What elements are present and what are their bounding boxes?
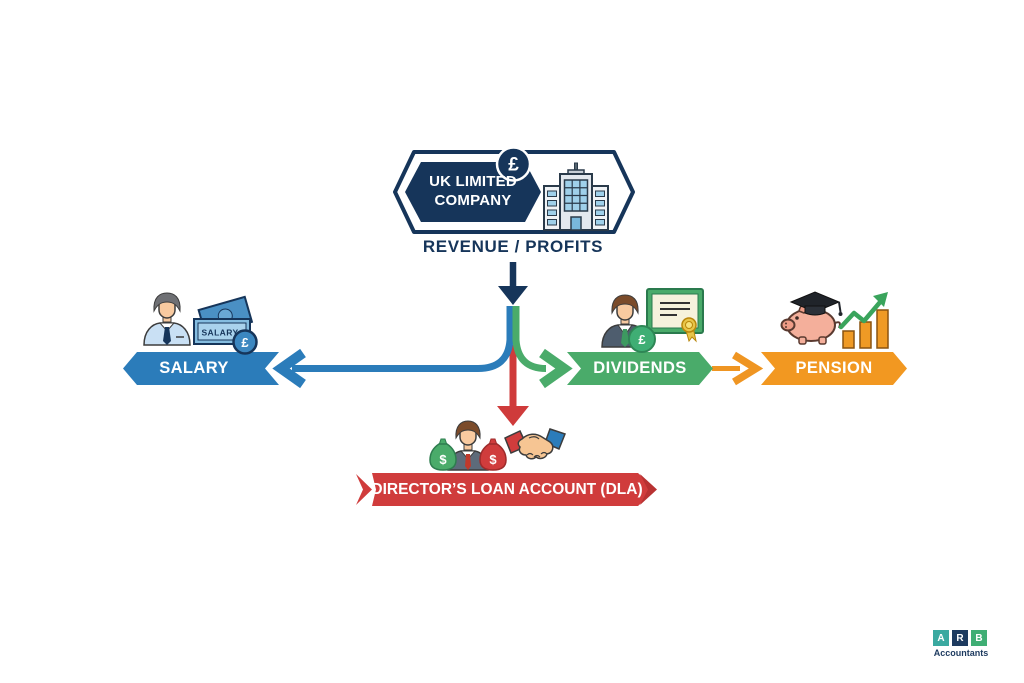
logo-letter-b: B [971,630,987,646]
banknote-coin-symbol: £ [241,335,249,350]
logo-name: Accountants [933,648,989,658]
arb-logo: A R B Accountants [933,630,991,658]
director-money-bags-icon: $ $ [429,420,507,471]
growth-chart-icon [838,292,889,349]
logo-letter-r: R [952,630,968,646]
pension-banner [761,352,907,385]
dividends-banner-label: DIVIDENDS [593,359,687,377]
dla-arrow-icon [497,345,529,426]
pension-banner-label: PENSION [795,359,873,377]
dla-banner [356,473,657,506]
certificate-icon [646,288,704,343]
company-badge-title: UK LIMITED COMPANY [429,173,517,209]
dividends-arrow-icon [512,306,573,389]
banknote-icon: SALARY £ [193,295,258,355]
shareholder-icon: £ [601,294,656,353]
salary-banner [123,352,279,385]
building-icon [543,162,609,231]
handshake-icon [504,428,566,460]
salary-arrow-icon [272,306,514,389]
logo-letter-a: A [933,630,949,646]
dla-banner-label: DIRECTOR’S LOAN ACCOUNT (DLA) [371,480,643,498]
revenue-profits-label: REVENUE / PROFITS [422,237,604,256]
dividends-banner [567,352,713,385]
money-bag-right-symbol: $ [489,452,497,467]
revenue-down-arrow-icon [498,262,528,305]
banknote-label: SALARY [201,328,238,338]
employee-icon [143,292,191,346]
money-bag-left-symbol: $ [439,452,447,467]
dividend-coin-symbol: £ [638,332,646,347]
pension-arrow-icon [712,351,764,386]
pound-coin-icon: £ [495,146,532,182]
piggy-bank-icon [780,291,843,345]
salary-banner-label: SALARY [159,359,229,377]
pound-coin-symbol: £ [508,155,519,176]
